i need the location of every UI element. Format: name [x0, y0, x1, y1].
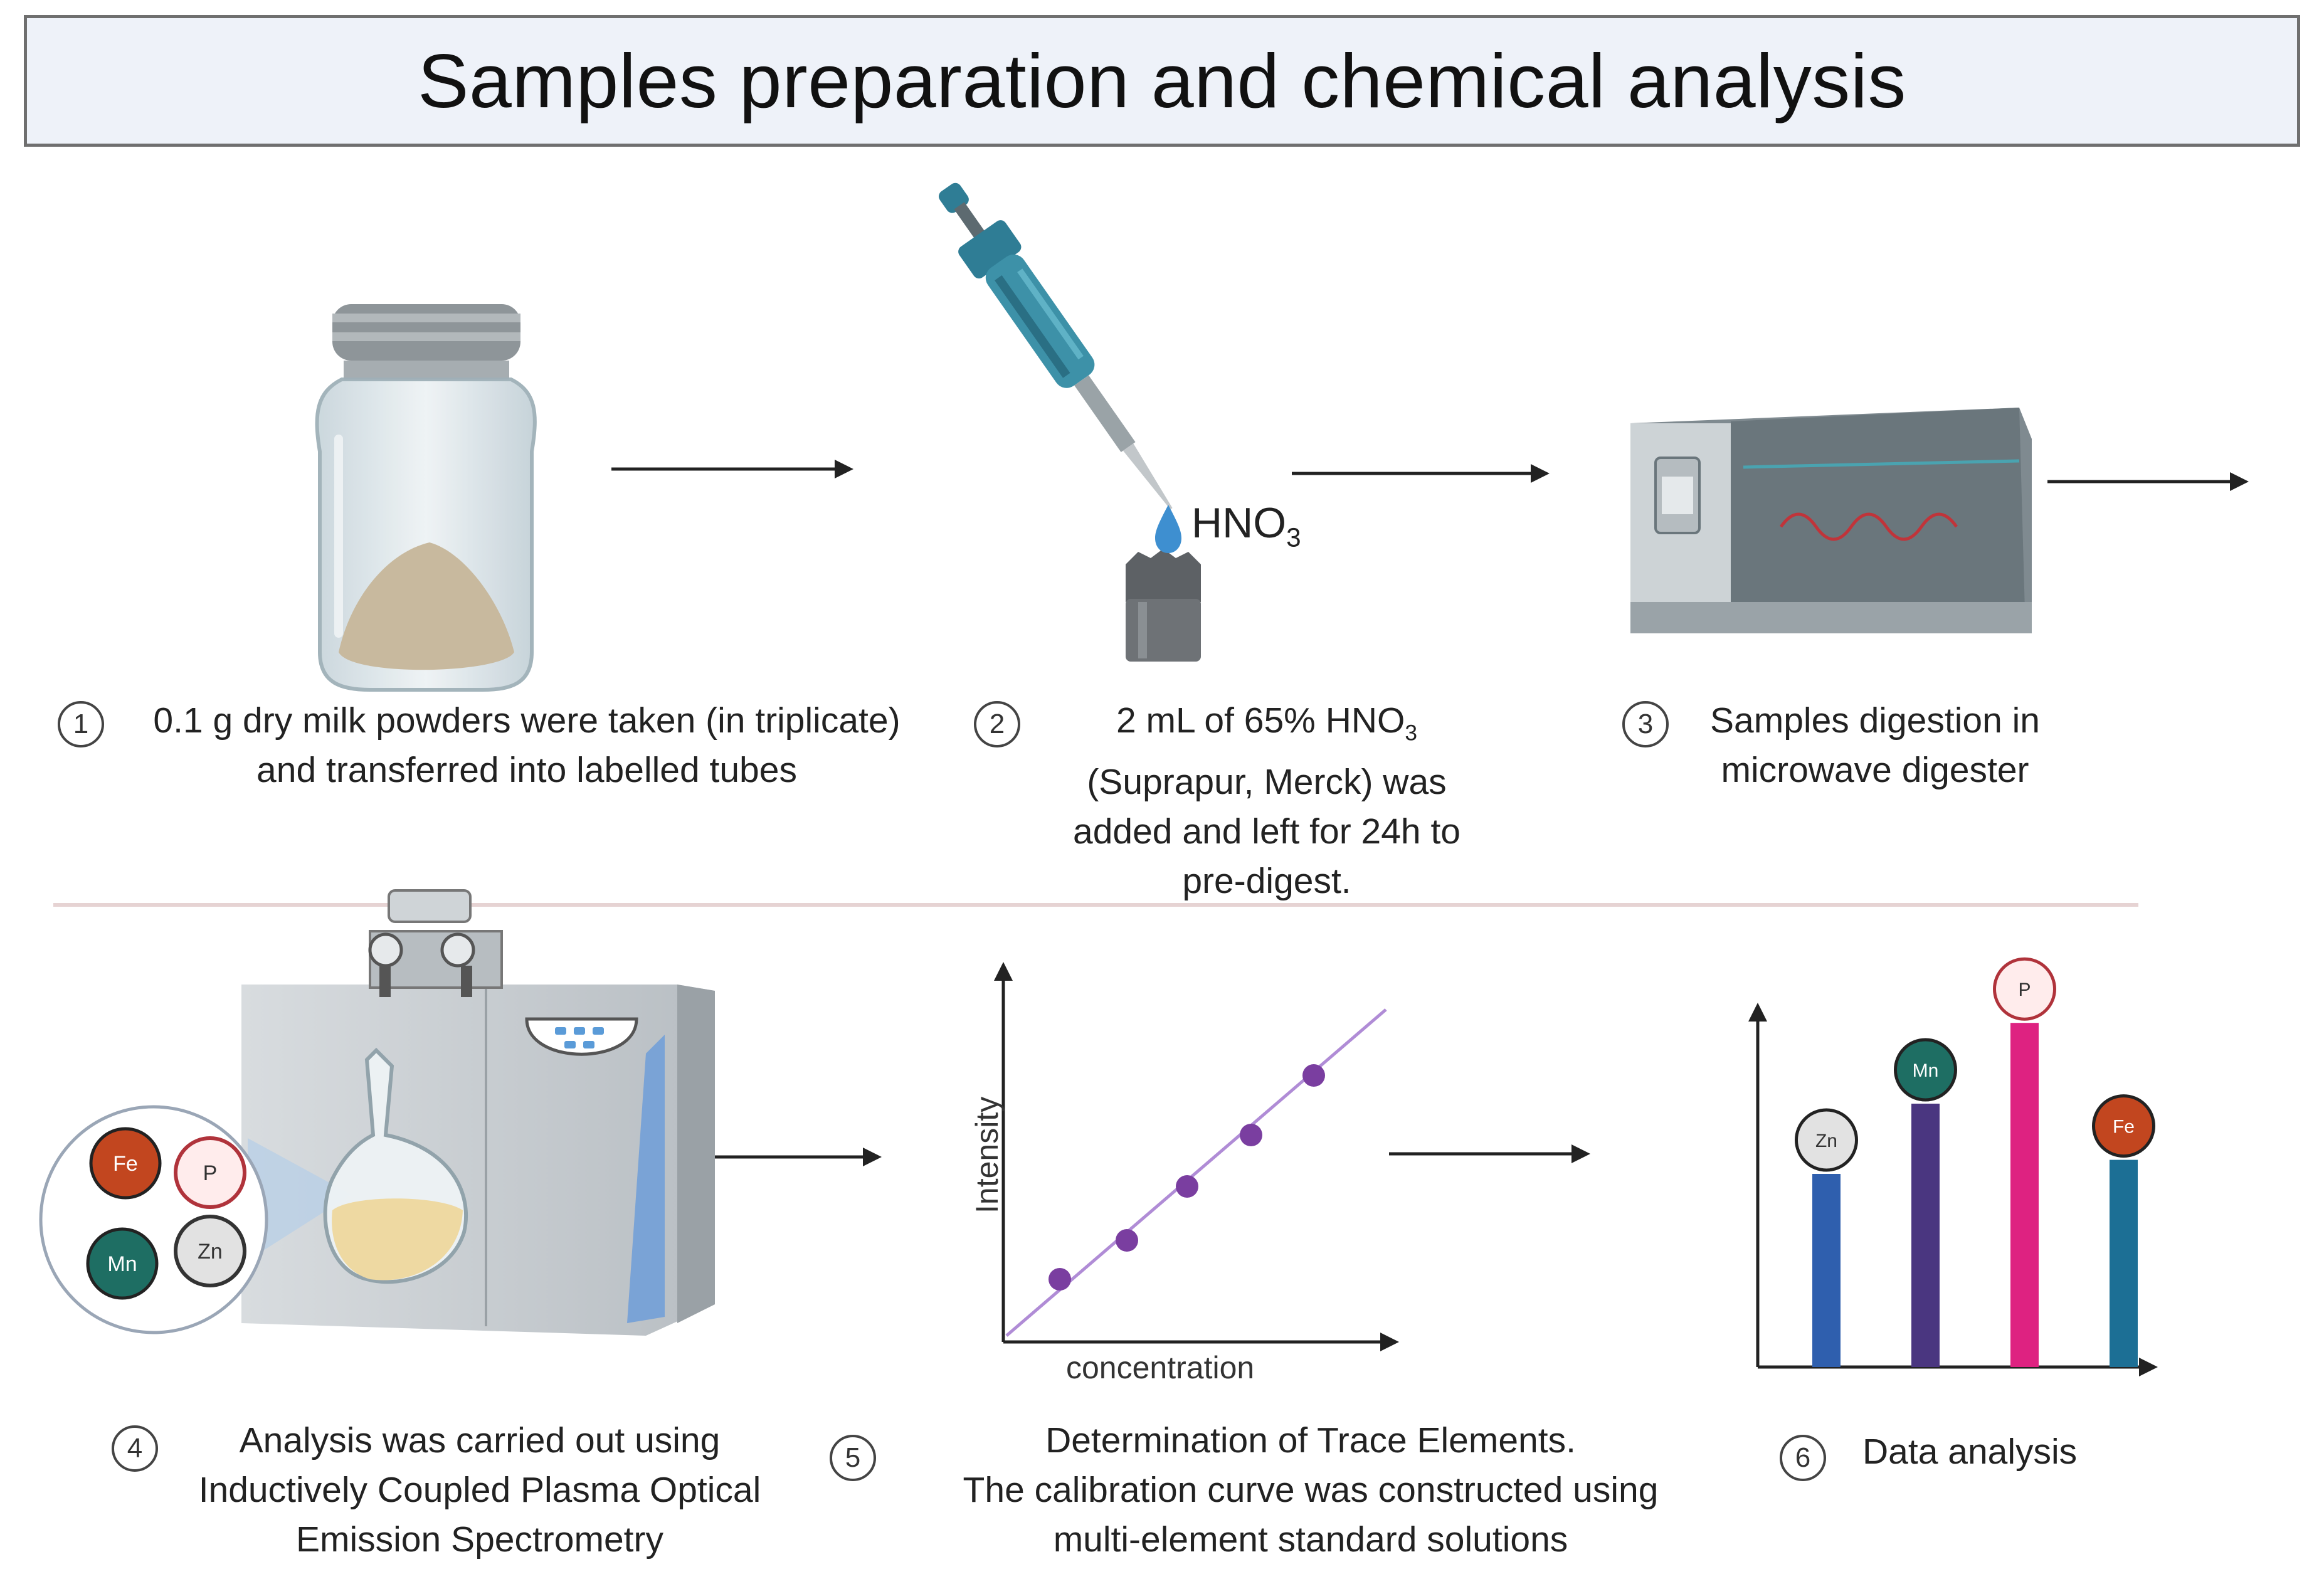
element-p-marker — [174, 1136, 246, 1209]
pipette-icon — [939, 182, 1173, 510]
step-1-number: 1 — [58, 701, 104, 747]
step-4-number: 4 — [112, 1425, 158, 1472]
step-3-number: 3 — [1622, 701, 1669, 747]
flask-icon — [323, 1047, 468, 1284]
calibration-point — [1116, 1229, 1138, 1252]
step-1-line: and transferred into labelled tubes — [256, 750, 797, 790]
step-5-line: The calibration curve was constructed us… — [963, 1470, 1659, 1510]
reagent-formula: HNO — [1191, 499, 1287, 547]
calibration-point — [1302, 1064, 1325, 1087]
step-2-formula: 2 mL of 65% HNO — [1116, 700, 1405, 741]
bar-fe-label: Fe — [2113, 1117, 2135, 1138]
step-4-line: Emission Spectrometry — [295, 1519, 663, 1560]
step-5-caption: Determination of Trace Elements. The cal… — [928, 1416, 1693, 1565]
step-4-line: Inductively Coupled Plasma Optical — [198, 1470, 761, 1510]
bar-p — [2010, 1023, 2039, 1367]
element-bar-chart: Zn Mn P Fe — [1748, 957, 2158, 1376]
step-5-line: Determination of Trace Elements. — [1045, 1420, 1576, 1460]
calibration-x-label: concentration — [1066, 1350, 1255, 1385]
drop-icon — [1155, 505, 1181, 553]
reagent-label: HNO3 — [1191, 499, 1301, 553]
bar-fe-marker — [2092, 1094, 2155, 1158]
elements-magnifier: Fe P Mn Zn — [39, 1105, 268, 1334]
step-3-line: Samples digestion in — [1710, 700, 2040, 741]
jar-icon — [315, 304, 537, 692]
calibration-y-label: Intensity — [969, 1096, 1005, 1213]
calibration-point — [1176, 1175, 1198, 1198]
step-2-formula-subscript: 3 — [1405, 721, 1418, 746]
bar-zn — [1812, 1174, 1841, 1367]
element-mn-marker — [86, 1227, 159, 1300]
step-4-line: Analysis was carried out using — [239, 1420, 721, 1460]
title-banner: Samples preparation and chemical analysi… — [24, 15, 2300, 147]
vial-icon — [1126, 549, 1201, 662]
step-5-number: 5 — [830, 1435, 876, 1481]
bar-zn-marker — [1795, 1108, 1858, 1172]
bar-mn — [1911, 1104, 1940, 1367]
bar-mn-marker — [1894, 1038, 1957, 1102]
step-6-line: Data analysis — [1862, 1432, 2078, 1472]
step-5-line: multi-element standard solutions — [1053, 1519, 1568, 1560]
diagram-title: Samples preparation and chemical analysi… — [418, 38, 1906, 124]
calibration-point — [1240, 1124, 1262, 1146]
step-2-line: pre-digest. — [1182, 861, 1351, 902]
step-2-number: 2 — [974, 701, 1020, 747]
step-3-caption: Samples digestion in microwave digester — [1687, 696, 2063, 795]
calibration-point — [1048, 1268, 1071, 1291]
bar-mn-label: Mn — [1913, 1060, 1939, 1081]
step-6-number: 6 — [1780, 1435, 1826, 1481]
step-1-line: 0.1 g dry milk powders were taken (in tr… — [153, 700, 901, 741]
icp-oes-instrument-icon — [241, 889, 715, 1336]
element-p-label: P — [203, 1161, 218, 1185]
element-fe-label: Fe — [113, 1152, 138, 1176]
step-6-caption: Data analysis — [1862, 1427, 2126, 1477]
step-4-caption: Analysis was carried out using Inductive… — [166, 1416, 793, 1565]
bar-p-marker — [1993, 957, 2056, 1021]
step-2-line: added and left for 24h to — [1073, 811, 1460, 852]
step-1-caption: 0.1 g dry milk powders were taken (in tr… — [119, 696, 934, 795]
element-zn-marker — [174, 1215, 246, 1287]
element-mn-label: Mn — [107, 1252, 137, 1276]
bar-fe — [2110, 1159, 2138, 1367]
zoom-beam — [248, 1138, 351, 1260]
calibration-chart — [994, 962, 1399, 1351]
step-2-line: (Suprapur, Merck) was — [1087, 762, 1447, 803]
reagent-subscript: 3 — [1286, 522, 1301, 552]
step-2-line: 2 mL of 65% HNO3 — [1041, 696, 1492, 758]
bar-p-label: P — [2018, 979, 2031, 1000]
element-fe-marker — [89, 1127, 162, 1200]
element-zn-label: Zn — [198, 1240, 223, 1264]
bar-zn-label: Zn — [1815, 1131, 1837, 1151]
step-3-line: microwave digester — [1721, 750, 2029, 790]
step-2-caption: 2 mL of 65% HNO3 (Suprapur, Merck) was a… — [1041, 696, 1492, 906]
microwave-digester-icon — [1630, 408, 2032, 633]
